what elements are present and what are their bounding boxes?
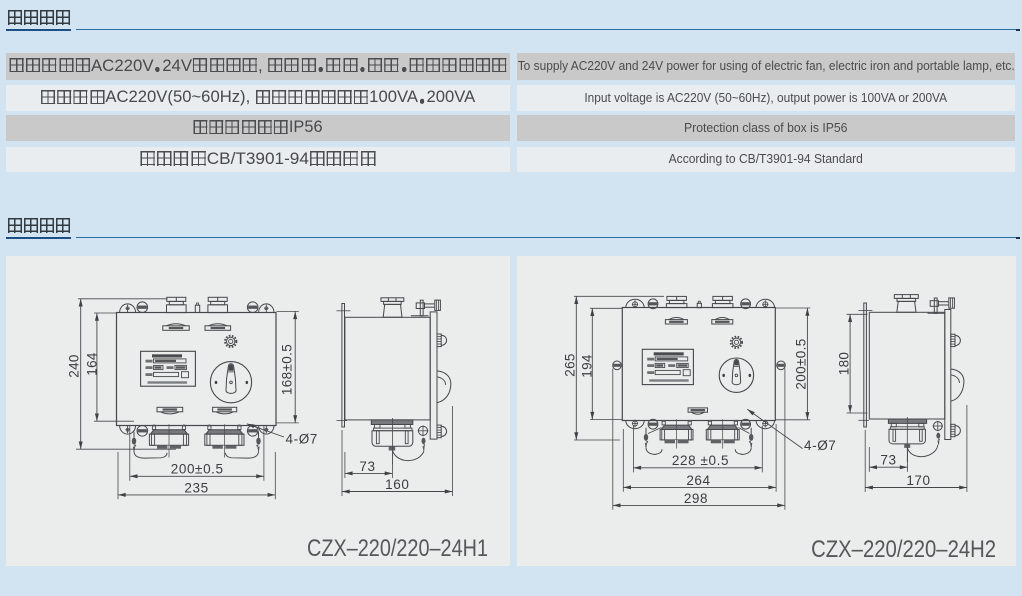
svg-text:265: 265 xyxy=(562,353,577,377)
svg-text:170: 170 xyxy=(906,473,930,488)
svg-text:73: 73 xyxy=(880,453,896,468)
svg-text:228 ±0.5: 228 ±0.5 xyxy=(672,453,729,468)
svg-text:200±0.5: 200±0.5 xyxy=(794,338,809,389)
svg-text:264: 264 xyxy=(686,473,710,488)
svg-text:235: 235 xyxy=(184,480,208,495)
svg-text:194: 194 xyxy=(580,354,595,378)
svg-text:240: 240 xyxy=(67,354,82,378)
svg-text:CZX–220/220–24H1: CZX–220/220–24H1 xyxy=(307,535,488,562)
svg-text:160: 160 xyxy=(385,477,409,492)
svg-text:180: 180 xyxy=(837,352,852,376)
svg-text:73: 73 xyxy=(359,459,375,474)
svg-text:168±0.5: 168±0.5 xyxy=(280,344,295,395)
svg-text:4-Ø7: 4-Ø7 xyxy=(286,432,318,447)
svg-text:298: 298 xyxy=(684,491,708,506)
svg-text:164: 164 xyxy=(84,352,99,376)
svg-text:CZX–220/220–24H2: CZX–220/220–24H2 xyxy=(811,536,996,563)
svg-text:4-Ø7: 4-Ø7 xyxy=(804,438,836,453)
svg-text:200±0.5: 200±0.5 xyxy=(171,461,224,476)
